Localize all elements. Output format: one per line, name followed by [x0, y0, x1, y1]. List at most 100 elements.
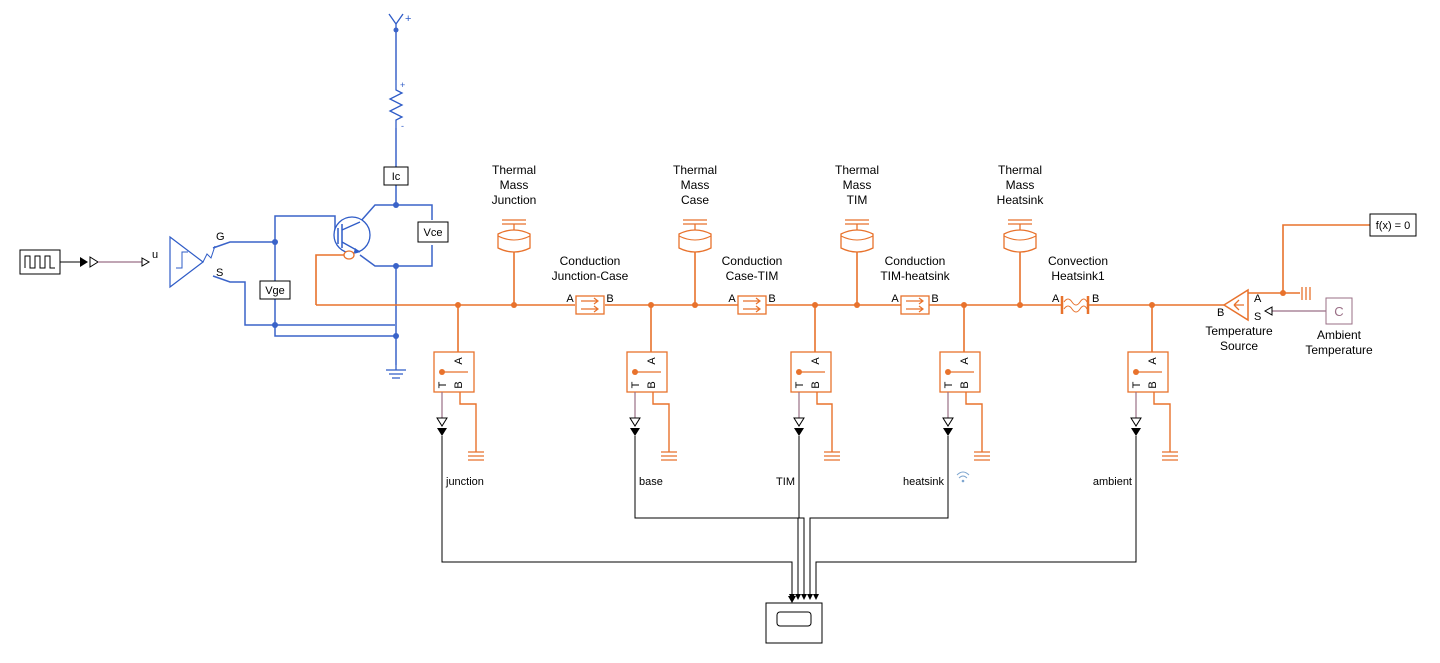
temp-source-port-a: A — [1254, 293, 1262, 305]
thermal-mass-label-2: Mass — [500, 178, 529, 192]
sensor-port-t: T — [437, 381, 449, 388]
resistor-plus: + — [400, 80, 405, 90]
ambient-symbol: C — [1334, 304, 1343, 319]
sensor-port-a: A — [810, 357, 822, 365]
temperature-source-block[interactable] — [1222, 288, 1249, 322]
thermal-reference-icon[interactable] — [661, 451, 677, 461]
thermal-reference-icon[interactable] — [1162, 451, 1178, 461]
conduction-label-1: Conduction — [560, 254, 621, 268]
ps-simulink-converter-icon — [793, 417, 805, 427]
temperature-sensor-block[interactable] — [433, 351, 475, 393]
voltage-source-label: + — [405, 13, 411, 25]
gate-driver-block[interactable] — [169, 235, 216, 289]
conduction-port-b: B — [931, 293, 938, 305]
thermal-mass-label-1: Thermal — [492, 163, 536, 177]
signal-arrow-icon — [80, 257, 88, 267]
sensor-port-a: A — [1147, 357, 1159, 365]
igbt-transistor-block[interactable] — [333, 216, 371, 254]
thermal-mass-block[interactable] — [678, 219, 712, 253]
thermal-mass-block[interactable] — [840, 219, 874, 253]
temperature-sensor-block[interactable] — [939, 351, 981, 393]
signal-label: TIM — [776, 476, 795, 488]
sensor-port-t: T — [630, 381, 642, 388]
ps-simulink-converter-icon — [942, 417, 954, 427]
thermal-mass-label-2: Mass — [1006, 178, 1035, 192]
temp-source-label-1: Temperature — [1205, 324, 1273, 338]
pulse-generator-block[interactable] — [19, 249, 61, 275]
conduction-port-b: B — [768, 293, 775, 305]
thermal-reference-icon[interactable] — [468, 451, 484, 461]
solver-configuration-block[interactable]: f(x) = 0 — [1369, 213, 1417, 237]
convection-label-1: Convection — [1048, 254, 1108, 268]
electrical-wiring — [212, 30, 433, 365]
scope-block[interactable] — [765, 596, 823, 644]
electrical-ground-icon[interactable] — [386, 365, 406, 379]
conduction-label-2: TIM-heatsink — [880, 269, 950, 283]
thermal-mass-block[interactable] — [1003, 219, 1037, 253]
driver-port-s: S — [216, 267, 223, 279]
voltage-source-block[interactable] — [388, 13, 404, 33]
sensor-port-a: A — [453, 357, 465, 365]
thermal-mass-label-3: Case — [681, 193, 709, 207]
signal-arrow-icon — [807, 594, 813, 600]
convection-port-a: A — [1052, 293, 1060, 305]
sensor-port-b: B — [959, 381, 971, 388]
conduction-port-a: A — [891, 293, 899, 305]
ps-input-port-icon — [141, 257, 151, 267]
sensor-port-b: B — [453, 381, 465, 388]
thermal-mass-block[interactable] — [497, 219, 531, 253]
conduction-port-a: A — [728, 293, 736, 305]
convection-label-2: Heatsink1 — [1051, 269, 1105, 283]
ambient-label-2: Temperature — [1305, 343, 1373, 357]
igbt-thermal-port-icon — [315, 250, 355, 305]
temperature-sensor-block[interactable] — [1127, 351, 1169, 393]
vge-voltage-sensor[interactable]: Vge — [259, 280, 291, 300]
convection-port-b: B — [1092, 293, 1099, 305]
ambient-temperature-block[interactable]: C — [1325, 297, 1353, 325]
ic-current-sensor[interactable]: Ic — [383, 166, 409, 186]
simulink-ps-converter-icon[interactable] — [89, 256, 99, 268]
thermal-mass-label-3: TIM — [847, 193, 868, 207]
temp-source-port-s: S — [1254, 311, 1261, 323]
temperature-sensor-block[interactable] — [626, 351, 668, 393]
ps-simulink-converter-icon — [629, 417, 641, 427]
sensor-port-t: T — [1131, 381, 1143, 388]
sensor-port-t: T — [794, 381, 806, 388]
temp-source-label-2: Source — [1220, 339, 1258, 353]
conduction-port-a: A — [566, 293, 574, 305]
thermal-mass-label-1: Thermal — [998, 163, 1042, 177]
vce-voltage-sensor[interactable]: Vce — [417, 221, 449, 243]
temperature-sensor-block[interactable] — [790, 351, 832, 393]
conduction-label-1: Conduction — [722, 254, 783, 268]
signal-arrow-icon — [813, 594, 819, 600]
thermal-mass-label-2: Mass — [681, 178, 710, 192]
sensor-port-a: A — [959, 357, 971, 365]
vce-label: Vce — [424, 227, 443, 239]
conduction-block[interactable] — [575, 295, 605, 315]
conduction-block[interactable] — [737, 295, 767, 315]
signal-label: heatsink — [903, 476, 944, 488]
thermal-reference-icon[interactable] — [824, 451, 840, 461]
sensor-port-a: A — [646, 357, 658, 365]
thermal-masses: ThermalMassJunctionThermalMassCaseTherma… — [492, 163, 1044, 308]
signal-arrow-icon — [801, 594, 807, 600]
thermal-mass-label-2: Mass — [843, 178, 872, 192]
conduction-label-2: Junction-Case — [552, 269, 629, 283]
conduction-block[interactable] — [900, 295, 930, 315]
thermal-reference-icon[interactable] — [974, 451, 990, 461]
convection-block[interactable] — [1060, 296, 1090, 314]
driver-port-u: u — [152, 249, 158, 261]
vge-label: Vge — [265, 285, 285, 297]
conduction-label-1: Conduction — [885, 254, 946, 268]
driver-port-g: G — [216, 231, 225, 243]
ps-input-port-icon — [1263, 306, 1273, 316]
solver-label: f(x) = 0 — [1376, 220, 1411, 232]
thermal-reference-icon[interactable] — [1301, 287, 1311, 300]
resistor-block[interactable] — [388, 80, 404, 128]
thermal-mass-label-1: Thermal — [673, 163, 717, 177]
sensor-port-t: T — [943, 381, 955, 388]
sensor-port-b: B — [646, 381, 658, 388]
